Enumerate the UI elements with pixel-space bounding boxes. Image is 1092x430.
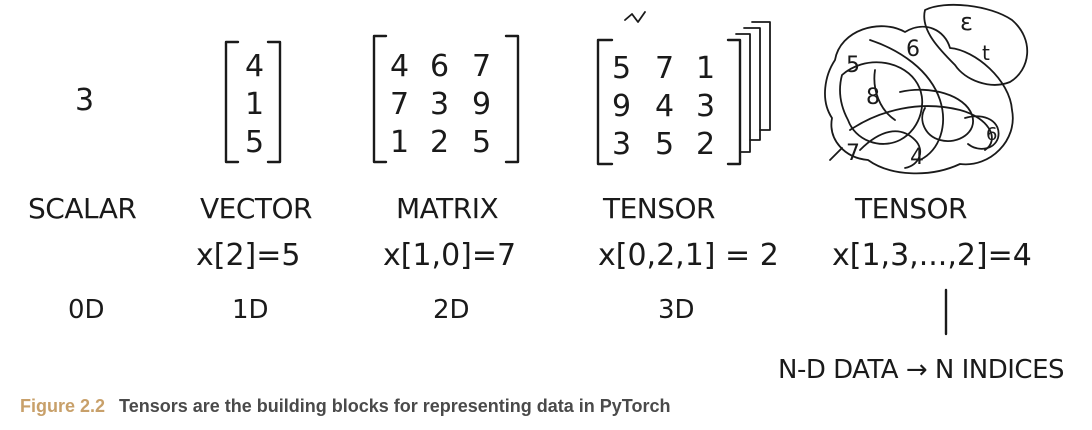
tensor3d-index: x[0,2,1] = 2 bbox=[598, 238, 779, 273]
tensor3d-dim: 3D bbox=[658, 295, 695, 325]
scalar-label: SCALAR bbox=[28, 192, 136, 225]
vector-value-0: 4 bbox=[245, 49, 264, 84]
tensor3d-cell-1-2: 3 bbox=[696, 89, 715, 124]
tensornd-blob-value-3: t bbox=[982, 41, 990, 65]
tensornd-label: TENSOR bbox=[854, 192, 967, 225]
tensor3d-left-bracket bbox=[596, 38, 614, 166]
tensor3d-cell-0-2: 1 bbox=[696, 51, 715, 86]
matrix-cell-1-2: 9 bbox=[472, 87, 491, 122]
tensor3d-cell-0-1: 7 bbox=[655, 51, 674, 86]
tensornd-blob-value-6: 7 bbox=[846, 141, 860, 166]
scalar-value: 3 bbox=[75, 83, 94, 118]
tensor3d-back-bracket-3 bbox=[751, 21, 771, 131]
tensor3d-cell-1-1: 4 bbox=[655, 89, 674, 124]
tensornd-blob-value-1: 6 bbox=[906, 37, 920, 62]
matrix-cell-0-2: 7 bbox=[472, 49, 491, 84]
tensornd-blob-value-2: 8 bbox=[866, 85, 880, 110]
vector-dim: 1D bbox=[232, 295, 269, 325]
tensor3d-cell-2-0: 3 bbox=[612, 127, 631, 162]
matrix-cell-2-1: 2 bbox=[430, 125, 449, 160]
matrix-cell-1-0: 7 bbox=[390, 87, 409, 122]
scalar-dim: 0D bbox=[68, 295, 105, 325]
matrix-cell-0-1: 6 bbox=[430, 49, 449, 84]
tensor3d-cell-2-1: 5 bbox=[655, 127, 674, 162]
matrix-index: x[1,0]=7 bbox=[383, 238, 516, 273]
tensor3d-cell-0-0: 5 bbox=[612, 51, 631, 86]
vector-group: 4 1 5 VECTOR x[2]=5 1D bbox=[196, 40, 313, 325]
vector-left-bracket bbox=[224, 40, 240, 164]
tensornd-blob-value-0: 5 bbox=[846, 53, 860, 78]
tensor3d-label: TENSOR bbox=[602, 192, 715, 225]
matrix-cell-2-0: 1 bbox=[390, 125, 409, 160]
tensor3d-back-bracket-2 bbox=[743, 27, 761, 141]
tensornd-index: x[1,3,...,2]=4 bbox=[832, 238, 1032, 273]
vector-right-bracket bbox=[266, 40, 282, 164]
tensor3d-cell-1-0: 9 bbox=[612, 89, 631, 124]
vector-value-2: 5 bbox=[245, 125, 264, 160]
tensornd-blob-value-5: 6 bbox=[986, 124, 997, 145]
vector-value-1: 1 bbox=[245, 87, 264, 122]
matrix-label: MATRIX bbox=[396, 192, 498, 225]
matrix-cell-1-1: 3 bbox=[430, 87, 449, 122]
tensornd-blob bbox=[824, 3, 1029, 175]
scalar-group: 3 SCALAR 0D bbox=[28, 83, 137, 325]
figure-caption: Figure 2.2 Tensors are the building block… bbox=[20, 396, 1080, 420]
matrix-group: 4 6 7 7 3 9 1 2 5 MATRIX x[1,0]=7 2D bbox=[372, 34, 520, 325]
tensornd-top-value: ε bbox=[960, 8, 973, 36]
tensornd-group: ε 5 6 8 t 4 6 7 TENSOR x[1,3,...,2]=4 N-… bbox=[778, 3, 1065, 385]
vector-label: VECTOR bbox=[200, 192, 312, 225]
tensor3d-back-bracket-1 bbox=[735, 33, 751, 153]
tensor3d-group: 5 7 1 9 4 3 3 5 2 TENSOR x[0,2,1] = 2 3D bbox=[596, 11, 779, 325]
vector-index: x[2]=5 bbox=[196, 238, 300, 273]
matrix-left-bracket bbox=[372, 34, 388, 164]
tensornd-blob-value-4: 4 bbox=[910, 145, 924, 170]
matrix-dim: 2D bbox=[433, 295, 470, 325]
matrix-cell-0-0: 4 bbox=[390, 49, 409, 84]
tensor3d-squiggle bbox=[624, 11, 646, 23]
caption-text: Tensors are the building blocks for repr… bbox=[119, 396, 671, 416]
tensornd-note: N-D DATA → N INDICES bbox=[778, 355, 1064, 385]
matrix-cell-2-2: 5 bbox=[472, 125, 491, 160]
caption-number: Figure 2.2 bbox=[20, 396, 106, 416]
tensor3d-right-bracket bbox=[726, 38, 742, 166]
matrix-right-bracket bbox=[504, 34, 520, 164]
tensor3d-cell-2-2: 2 bbox=[696, 127, 715, 162]
